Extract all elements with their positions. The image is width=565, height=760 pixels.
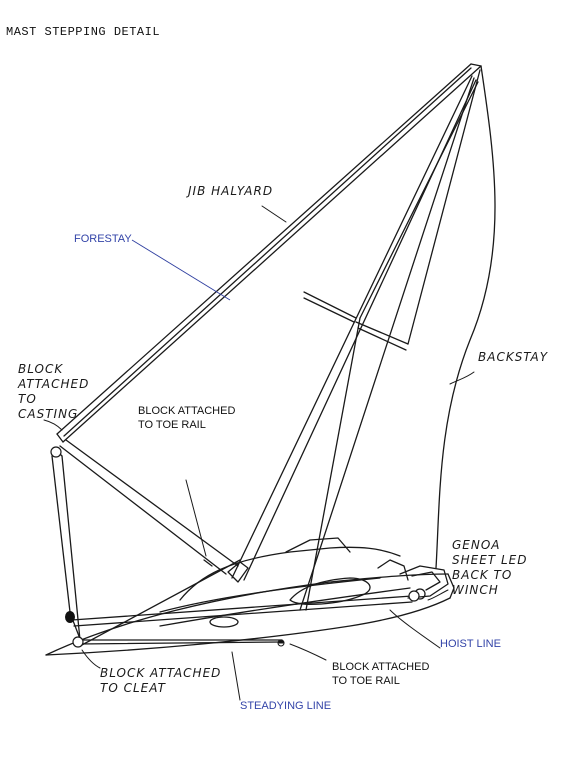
shrouds — [231, 69, 481, 611]
cabin — [179, 537, 409, 628]
backstay-line — [435, 65, 496, 569]
label-forestay: FORESTAY — [74, 233, 132, 245]
label-genoa-line2: SHEET LED — [452, 553, 528, 567]
block-aft — [408, 590, 420, 602]
label-genoa-line3: BACK TO — [452, 568, 513, 582]
block-on-cleat-upper — [65, 611, 75, 623]
label-steadying-line: STEADYING LINE — [240, 700, 332, 712]
forestay-pointer — [131, 239, 231, 301]
label-block-casting-line2: ATTACHED — [18, 377, 90, 391]
label-backstay: BACKSTAY — [478, 350, 549, 364]
label-block-cleat-line2: TO CLEAT — [100, 681, 166, 695]
hoist-verticals — [51, 447, 81, 641]
label-block-casting-line1: BLOCK — [18, 362, 64, 376]
label-block-toe-rail-upper: BLOCK ATTACHED TO TOE RAIL — [138, 404, 235, 432]
hull — [45, 573, 455, 656]
label-genoa-line4: WINCH — [452, 583, 499, 597]
label-jib-halyard: JIB HALYARD — [188, 184, 274, 198]
label-block-toe-rail-upper-line2: TO TOE RAIL — [138, 419, 206, 431]
label-block-toe-rail-lower: BLOCK ATTACHED TO TOE RAIL — [332, 660, 429, 688]
mast — [56, 63, 482, 443]
label-block-toe-rail-upper-line1: BLOCK ATTACHED — [138, 405, 236, 417]
label-block-cleat-line1: BLOCK ATTACHED — [100, 666, 222, 680]
label-block-toe-rail-lower-line1: BLOCK ATTACHED — [332, 661, 430, 673]
label-block-casting-line3: TO — [18, 392, 37, 406]
pointer-lines — [43, 205, 475, 701]
mast-heel-fitting — [203, 559, 249, 583]
jib-halyard-lines — [59, 67, 472, 575]
label-hoist-line: HOIST LINE — [440, 638, 501, 650]
label-genoa: GENOA SHEET LED BACK TO WINCH — [452, 538, 562, 598]
diagram-title: MAST STEPPING DETAIL — [6, 25, 161, 39]
label-block-casting: BLOCK ATTACHED TO CASTING — [18, 362, 118, 422]
label-genoa-line1: GENOA — [452, 538, 501, 552]
spreaders — [303, 291, 409, 351]
hoist-and-steadying-lines — [71, 559, 413, 647]
label-block-casting-line4: CASTING — [18, 407, 79, 421]
block-on-casting — [50, 446, 62, 458]
label-block-cleat: BLOCK ATTACHED TO CLEAT — [100, 666, 250, 696]
label-block-toe-rail-lower-line2: TO TOE RAIL — [332, 675, 400, 687]
blocks — [50, 446, 420, 648]
block-on-cleat-lower — [72, 636, 84, 648]
